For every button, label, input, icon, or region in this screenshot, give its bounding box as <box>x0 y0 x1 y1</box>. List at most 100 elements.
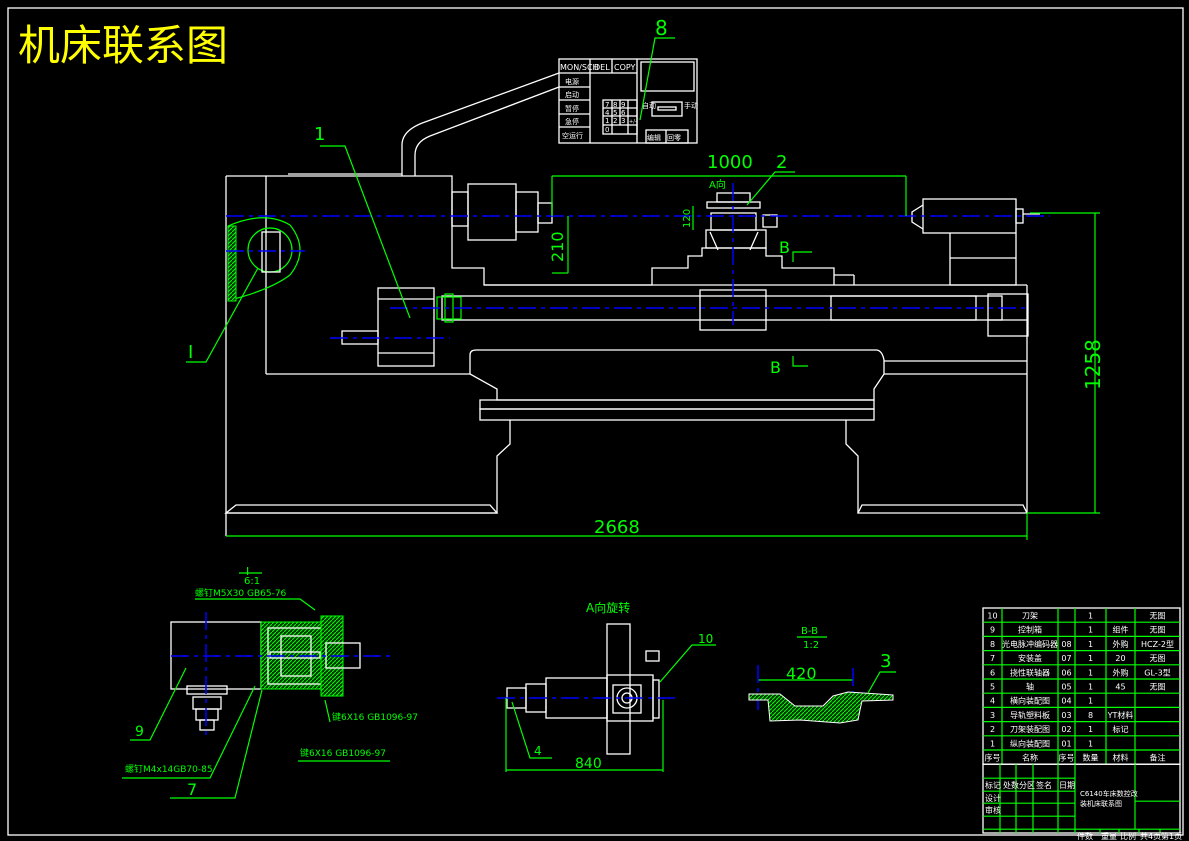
bom-header-cell: 序号 <box>985 753 1001 763</box>
dim-1000: 1000 <box>707 152 753 173</box>
bom-cell-material: YT材料 <box>1107 710 1134 720</box>
callout-key-lower: 键6X16 GB1096-97 <box>300 747 386 759</box>
balloon-4: 4 <box>534 744 542 758</box>
bom-cell-code: 01 <box>1061 739 1071 748</box>
title-row-header: 分区 <box>1019 781 1035 790</box>
key-sign: +/- <box>629 119 637 125</box>
dimension-annotations: 1000 210 120 1258 2668 A向 B B <box>226 152 1105 540</box>
bom-cell-material: 45 <box>1115 683 1125 692</box>
dim-210: 210 <box>548 231 567 262</box>
bom-cell-qty: 1 <box>1088 725 1093 734</box>
bom-cell-code: 07 <box>1061 654 1071 663</box>
bom-header-cell: 数量 <box>1083 753 1099 763</box>
panel-manual: 手动 <box>684 101 698 110</box>
bom-cell-note: 无图 <box>1150 626 1166 635</box>
section-b-b: B-B 1:2 420 3 <box>748 626 896 724</box>
bom-cell-name: 刀架 <box>1022 612 1038 621</box>
title-row-header: 日期 <box>1059 781 1075 790</box>
bom-cell-name: 安装盖 <box>1018 653 1042 663</box>
bom-header-cell: 名称 <box>1022 753 1038 763</box>
key-5: 5 <box>613 109 617 117</box>
bom-cell-note: 无图 <box>1150 612 1166 621</box>
bom-cell-no: 1 <box>990 739 995 748</box>
bom-cell-qty: 1 <box>1088 668 1093 677</box>
label-b-top: B <box>779 238 790 257</box>
balloon-1: 1 <box>314 124 325 145</box>
dim-840: 840 <box>575 756 602 772</box>
bom-header-cell: 材料 <box>1113 753 1129 763</box>
panel-header-copy: COPY <box>614 63 636 72</box>
bom-cell-name: 挠性联轴器 <box>1010 667 1050 677</box>
key-7: 7 <box>605 101 609 109</box>
bom-cell-material: 20 <box>1115 654 1125 663</box>
bom-cell-no: 6 <box>990 668 995 677</box>
key-2: 2 <box>613 117 617 125</box>
bom-cell-code: 08 <box>1061 640 1071 649</box>
bom-cell-no: 10 <box>987 612 997 621</box>
section-bb-scale: 1:2 <box>803 640 819 651</box>
dim-120: 120 <box>682 209 693 228</box>
panel-btn-start: 启动 <box>565 90 579 99</box>
title-block: 标记设计审核工艺处数分区签名日期批准C6140车床数控改装机床联系图件数重量比例… <box>982 763 1182 841</box>
panel-btn-dryrun: 空运行 <box>562 131 583 140</box>
title-field: 件数 <box>1077 831 1093 841</box>
bom-row: 3 导轨塑料板 03 8 YT材料 <box>990 710 1133 720</box>
bom-cell-no: 8 <box>990 640 995 649</box>
panel-btn-pause: 暂停 <box>565 104 579 113</box>
dim-2668: 2668 <box>594 517 640 538</box>
bom-cell-name: 纵向装配图 <box>1010 738 1050 748</box>
bom-cell-qty: 1 <box>1088 640 1093 649</box>
bom-cell-no: 3 <box>990 711 995 720</box>
title-row-header: 签名 <box>1036 780 1052 790</box>
control-panel: MON/SCH DEL COPY 电源 启动 暂停 急停 空运行 7 8 9 4… <box>558 58 698 144</box>
bom-cell-name: 导轨塑料板 <box>1010 710 1050 720</box>
panel-edit: 编辑 <box>647 133 661 142</box>
bom-cell-code: 06 <box>1061 668 1071 677</box>
title-field: 重量 <box>1101 831 1117 841</box>
bom-cell-name: 轴 <box>1026 682 1034 692</box>
callout-key-right: 键6X16 GB1096-97 <box>332 711 418 723</box>
panel-btn-power: 电源 <box>565 77 579 86</box>
bom-cell-qty: 1 <box>1088 654 1093 663</box>
panel-home: 回零 <box>667 134 681 142</box>
dim-1258: 1258 <box>1081 339 1105 390</box>
key-9: 9 <box>621 101 625 109</box>
balloon-9: 8 <box>655 16 668 40</box>
panel-auto: 自动 <box>642 101 656 110</box>
bom-cell-qty: 1 <box>1088 683 1093 692</box>
bom-cell-name: 横向装配图 <box>1010 696 1050 706</box>
bom-cell-code: 05 <box>1061 683 1071 692</box>
bom-header-cell: 备注 <box>1150 753 1166 763</box>
bom-cell-qty: 1 <box>1088 612 1093 621</box>
title-row-label: 设计 <box>985 793 1001 803</box>
key-6: 6 <box>621 109 626 117</box>
detail-I-view: I 6:1 螺钉M5X30 GB65-76 9 螺钉M4x14GB70-85 7… <box>122 565 418 799</box>
lathe-main-view <box>224 173 1040 536</box>
title-field: 共4页 <box>1140 832 1161 841</box>
title-row-label: 审核 <box>985 805 1001 815</box>
balloon-I: I <box>188 342 193 363</box>
panel-screen <box>640 61 695 92</box>
bom-cell-material: 组件 <box>1113 625 1129 635</box>
bom-cell-qty: 8 <box>1088 711 1093 720</box>
drawing-title: 机床联系图 <box>18 21 228 70</box>
dim-420: 420 <box>786 664 817 683</box>
bom-cell-code: 02 <box>1061 725 1071 734</box>
bom-row: 10 刀架 1 无图 <box>987 612 1165 621</box>
bom-cell-material: 标记 <box>1113 724 1129 734</box>
balloon-2: 2 <box>776 152 787 173</box>
bom-cell-note: HCZ-2型 <box>1141 640 1174 649</box>
panel-header-mon: MON/SCH <box>560 63 599 72</box>
bom-cell-name: 刀架装配图 <box>1010 724 1050 734</box>
drawing-name-line1: C6140车床数控改 <box>1080 789 1138 798</box>
detail-I-title: I <box>246 565 249 578</box>
balloon-10: 10 <box>698 632 713 646</box>
bom-cell-code: 03 <box>1061 711 1071 720</box>
bom-cell-no: 7 <box>990 654 995 663</box>
title-field: 比例 <box>1120 831 1136 841</box>
detail-I-scale: 6:1 <box>244 576 260 587</box>
